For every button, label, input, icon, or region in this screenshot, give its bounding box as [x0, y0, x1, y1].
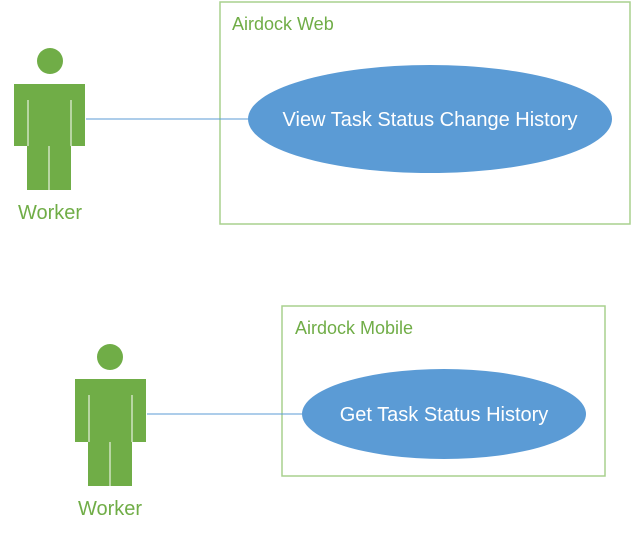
mobile-system-title: Airdock Mobile — [295, 318, 413, 338]
web-actor-person-icon — [14, 48, 85, 190]
mobile-use-case-ellipse — [302, 369, 586, 459]
web-system-boundary — [219, 1, 631, 225]
mobile-system-boundary — [281, 305, 606, 477]
mobile-use-case-group: Airdock Mobile Worker Get Task Status Hi… — [75, 305, 606, 520]
mobile-use-case-label: Get Task Status History — [340, 404, 549, 426]
mobile-actor-label: Worker — [78, 498, 142, 520]
mobile-actor-person-icon — [75, 344, 146, 486]
web-actor-label: Worker — [18, 202, 82, 224]
web-use-case-label: View Task Status Change History — [283, 109, 578, 131]
web-use-case-group: Airdock Web Worker View Task Status Chan… — [14, 1, 631, 225]
web-use-case-ellipse — [248, 65, 612, 173]
web-system-title: Airdock Web — [232, 14, 334, 34]
